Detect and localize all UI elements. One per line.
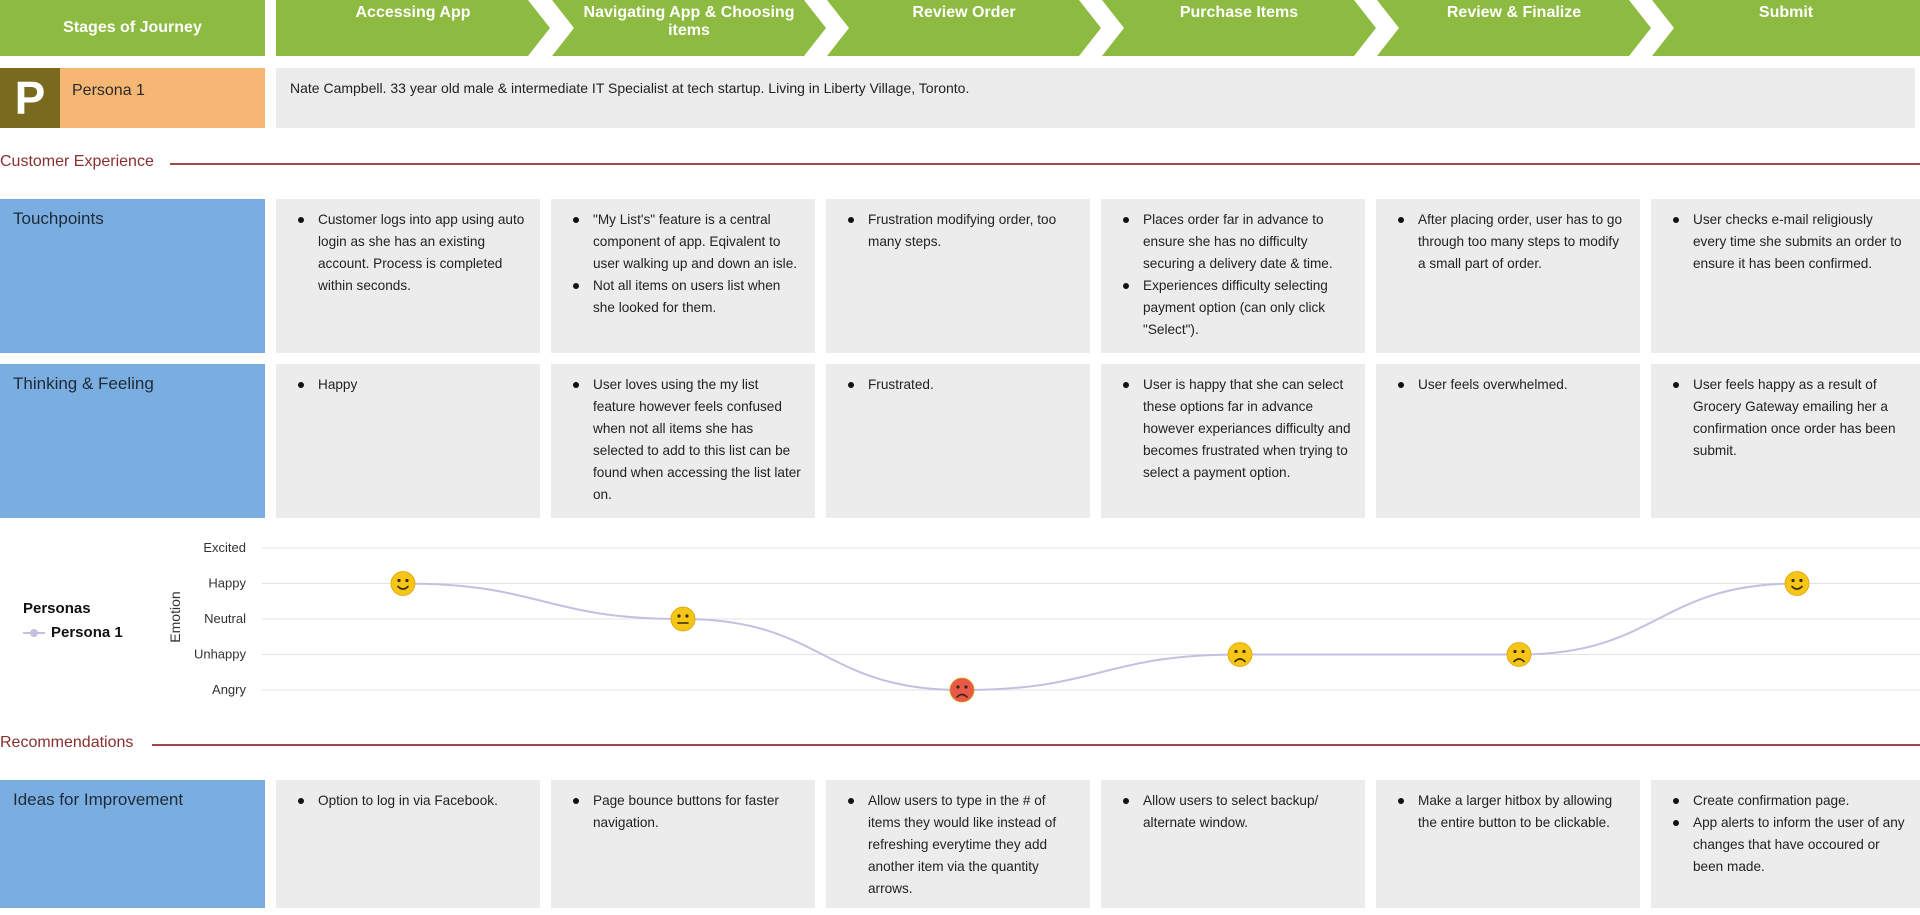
bullet-item: User checks e-mail religiously every tim… bbox=[1673, 209, 1908, 275]
bullet-item: Customer logs into app using auto login … bbox=[298, 209, 528, 297]
legend-swatch bbox=[23, 627, 45, 639]
touchpoint-cell: After placing order, user has to go thro… bbox=[1376, 199, 1640, 353]
persona-name: Persona 1 bbox=[60, 68, 265, 128]
emotion-point-unhappy-icon[interactable] bbox=[1227, 642, 1253, 667]
y-tick-happy: Happy bbox=[208, 576, 246, 591]
touchpoint-cell: Frustration modifying order, too many st… bbox=[826, 199, 1090, 353]
stage-navigating-app: Navigating App & Choosing items bbox=[552, 0, 826, 56]
bullet-item: User is happy that she can select these … bbox=[1123, 374, 1353, 484]
touchpoint-cell: Places order far in advance to ensure sh… bbox=[1101, 199, 1365, 353]
idea-cell: Allow users to type in the # of items th… bbox=[826, 780, 1090, 908]
row-label-thinking-feeling: Thinking & Feeling bbox=[0, 364, 265, 518]
bullet-item: Not all items on users list when she loo… bbox=[573, 275, 803, 319]
bullet-item: "My List's" feature is a central compone… bbox=[573, 209, 803, 275]
emotion-point-happy-icon[interactable] bbox=[1784, 571, 1810, 596]
stage-review-order: Review Order bbox=[827, 0, 1101, 56]
row-label-touchpoints: Touchpoints bbox=[0, 199, 265, 353]
thinking-cell: User feels happy as a result of Grocery … bbox=[1651, 364, 1920, 518]
stage-review-finalize: Review & Finalize bbox=[1377, 0, 1651, 56]
bullet-item: Create confirmation page. bbox=[1673, 790, 1908, 812]
idea-cell: Make a larger hitbox by allowing the ent… bbox=[1376, 780, 1640, 908]
stage-label: Review Order bbox=[912, 4, 1016, 21]
stage-purchase-items: Purchase Items bbox=[1102, 0, 1376, 56]
bullet-item: Allow users to select backup/ alternate … bbox=[1123, 790, 1353, 834]
section-customer-experience: Customer Experience bbox=[0, 153, 164, 171]
bullet-item: Allow users to type in the # of items th… bbox=[848, 790, 1078, 900]
emotion-point-happy-icon[interactable] bbox=[390, 571, 416, 596]
bullet-item: After placing order, user has to go thro… bbox=[1398, 209, 1628, 275]
touchpoint-cell: "My List's" feature is a central compone… bbox=[551, 199, 815, 353]
thinking-cell: Frustrated. bbox=[826, 364, 1090, 518]
legend-title: Personas bbox=[23, 600, 91, 617]
stage-label: Accessing App bbox=[355, 4, 471, 21]
stage-label: Review & Finalize bbox=[1446, 4, 1582, 21]
touchpoint-cell: Customer logs into app using auto login … bbox=[276, 199, 540, 353]
bullet-item: User feels happy as a result of Grocery … bbox=[1673, 374, 1908, 462]
thinking-cell: User is happy that she can select these … bbox=[1101, 364, 1365, 518]
bullet-item: Experiences difficulty selecting payment… bbox=[1123, 275, 1353, 341]
section-recommendations: Recommendations bbox=[0, 734, 144, 752]
row-label-ideas-for-improvement: Ideas for Improvement bbox=[0, 780, 265, 908]
bullet-item: App alerts to inform the user of any cha… bbox=[1673, 812, 1908, 878]
idea-cell: Page bounce buttons for faster navigatio… bbox=[551, 780, 815, 908]
stages-of-journey-label: Stages of Journey bbox=[0, 0, 265, 56]
emotion-chart: Angry Unhappy Neutral Happy Excited bbox=[194, 540, 1920, 703]
bullet-item: Frustrated. bbox=[848, 374, 1078, 396]
bullet-item: Option to log in via Facebook. bbox=[298, 790, 528, 812]
section-divider bbox=[170, 163, 1920, 165]
thinking-cell: User loves using the my list feature how… bbox=[551, 364, 815, 518]
persona-badge: P bbox=[0, 68, 60, 128]
idea-cell: Allow users to select backup/ alternate … bbox=[1101, 780, 1365, 908]
bullet-item: Places order far in advance to ensure sh… bbox=[1123, 209, 1353, 275]
idea-cell: Create confirmation page.App alerts to i… bbox=[1651, 780, 1920, 908]
stage-label: Purchase Items bbox=[1179, 4, 1299, 21]
stage-label: Navigating App & Choosing items bbox=[583, 4, 795, 39]
emotion-point-angry-icon[interactable] bbox=[949, 677, 975, 703]
thinking-cell: Happy bbox=[276, 364, 540, 518]
bullet-item: Happy bbox=[298, 374, 528, 396]
bullet-item: User feels overwhelmed. bbox=[1398, 374, 1628, 396]
bullet-item: Make a larger hitbox by allowing the ent… bbox=[1398, 790, 1628, 834]
y-tick-unhappy: Unhappy bbox=[194, 647, 247, 662]
bullet-item: User loves using the my list feature how… bbox=[573, 374, 803, 506]
stage-accessing-app: Accessing App bbox=[276, 0, 550, 56]
emotion-point-neutral-icon[interactable] bbox=[670, 606, 696, 632]
legend-label: Persona 1 bbox=[51, 624, 123, 641]
y-tick-excited: Excited bbox=[203, 540, 246, 555]
thinking-cell: User feels overwhelmed. bbox=[1376, 364, 1640, 518]
y-tick-angry: Angry bbox=[212, 682, 246, 697]
series-line-persona-1 bbox=[402, 582, 1798, 692]
bullet-item: Frustration modifying order, too many st… bbox=[848, 209, 1078, 253]
bullet-item: Page bounce buttons for faster navigatio… bbox=[573, 790, 803, 834]
persona-description: Nate Campbell. 33 year old male & interm… bbox=[276, 68, 1915, 128]
stage-label: Submit bbox=[1758, 4, 1814, 21]
touchpoint-cell: User checks e-mail religiously every tim… bbox=[1651, 199, 1920, 353]
idea-cell: Option to log in via Facebook. bbox=[276, 780, 540, 908]
stage-submit: Submit bbox=[1652, 0, 1920, 56]
emotion-point-unhappy-icon[interactable] bbox=[1506, 642, 1532, 667]
section-divider bbox=[152, 744, 1920, 746]
legend-item-persona-1[interactable]: Persona 1 bbox=[23, 624, 123, 641]
y-tick-neutral: Neutral bbox=[204, 611, 246, 626]
